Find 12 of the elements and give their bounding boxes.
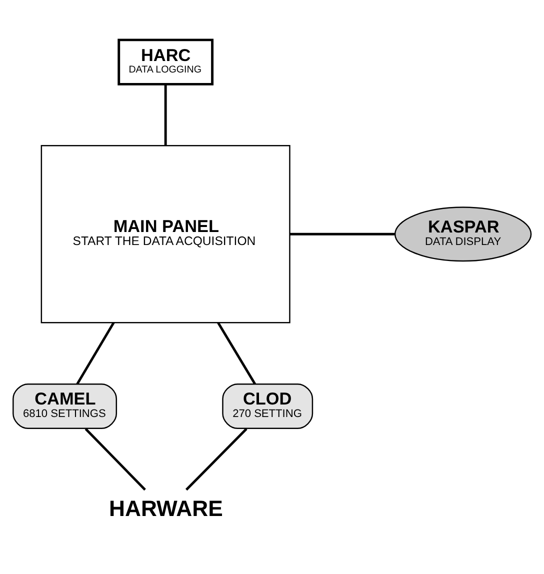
node-box: CLOD 270 SETTING [222,384,314,429]
node-box: HARC DATA LOGGING [118,38,214,86]
connector [217,322,256,385]
connector [164,84,167,146]
node-ellipse: KASPAR DATA DISPLAY [394,206,532,262]
connector [185,428,248,491]
node-text: HARWARE [109,496,223,522]
connector [76,322,115,385]
node-box: CAMEL 6810 SETTINGS [12,384,118,429]
connector [84,428,146,491]
node-box: MAIN PANEL START THE DATA ACQUISITION [40,145,290,324]
connector [290,232,396,236]
